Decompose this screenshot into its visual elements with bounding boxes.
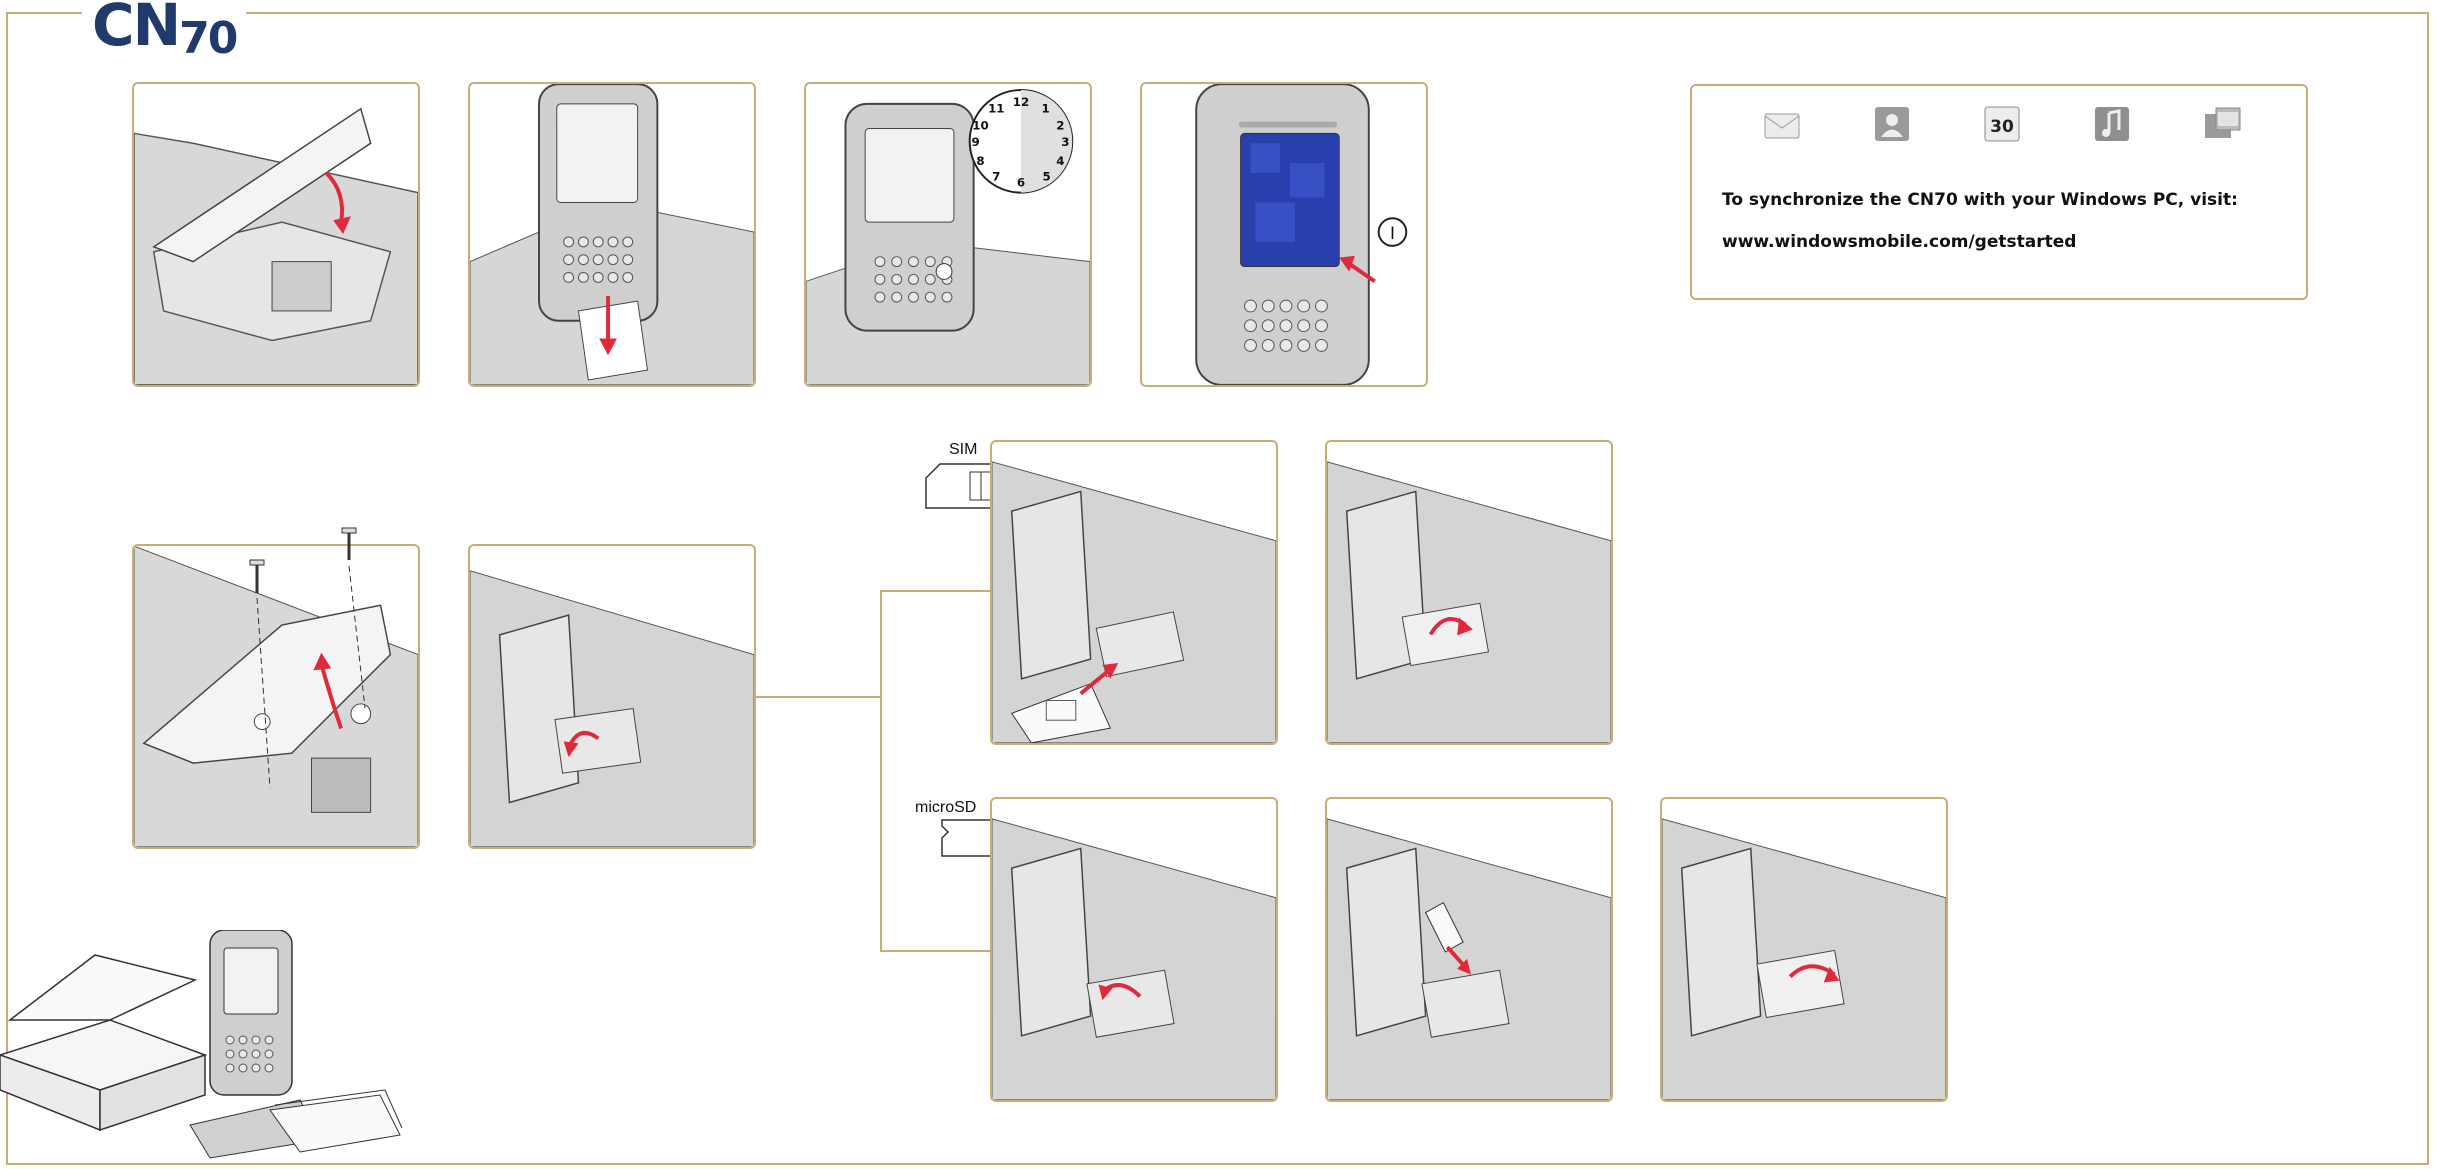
product-title: CN70 bbox=[82, 0, 247, 64]
svg-text:4: 4 bbox=[1056, 154, 1064, 168]
svg-text:10: 10 bbox=[972, 118, 988, 132]
close-microsd-illustration bbox=[1662, 818, 1946, 1100]
sync-icon-row: 30 bbox=[1762, 104, 2242, 150]
step-charge-panel: 12 1 2 3 4 5 6 7 8 9 10 11 bbox=[804, 82, 1092, 387]
step-close-sim-panel bbox=[1325, 440, 1613, 745]
svg-text:8: 8 bbox=[976, 154, 984, 168]
step-cradle-panel bbox=[468, 82, 756, 387]
step-insert-microsd-panel bbox=[1325, 797, 1613, 1102]
battery-door-illustration bbox=[134, 107, 418, 385]
microsd-label: microSD bbox=[915, 799, 977, 816]
cradle-insert-illustration bbox=[470, 84, 754, 385]
step-battery-door-panel bbox=[132, 82, 420, 387]
sync-url-link[interactable]: www.windowsmobile.com/getstarted bbox=[1722, 232, 2077, 252]
step-insert-sim-panel bbox=[990, 440, 1278, 745]
open-microsd-illustration bbox=[992, 818, 1276, 1100]
insert-sim-illustration bbox=[992, 461, 1276, 743]
music-note-icon bbox=[2095, 107, 2129, 141]
envelope-icon bbox=[1764, 113, 1800, 139]
contact-icon bbox=[1875, 107, 1909, 141]
svg-text:30: 30 bbox=[1990, 117, 2014, 137]
svg-text:7: 7 bbox=[992, 170, 1000, 184]
svg-text:11: 11 bbox=[988, 102, 1004, 116]
step-power-on-panel: I bbox=[1140, 82, 1428, 387]
calendar-icon: 30 bbox=[1984, 106, 2020, 142]
close-sim-illustration bbox=[1327, 461, 1611, 743]
screws-illustration bbox=[249, 527, 366, 789]
sync-instruction-text: To synchronize the CN70 with your Window… bbox=[1722, 190, 2238, 210]
remove-cover-illustration bbox=[134, 546, 418, 847]
step-open-microsd-panel bbox=[990, 797, 1278, 1102]
svg-text:9: 9 bbox=[971, 135, 979, 149]
svg-text:2: 2 bbox=[1056, 118, 1064, 132]
step-open-slot-panel bbox=[468, 544, 756, 849]
svg-text:5: 5 bbox=[1042, 170, 1050, 184]
step-close-microsd-panel bbox=[1660, 797, 1948, 1102]
charge-clock-illustration: 12 1 2 3 4 5 6 7 8 9 10 11 bbox=[806, 89, 1090, 385]
outer-frame bbox=[6, 12, 2429, 1165]
svg-text:1: 1 bbox=[1042, 102, 1050, 116]
insert-microsd-illustration bbox=[1327, 818, 1611, 1100]
sim-label: SIM bbox=[949, 441, 978, 458]
video-icon bbox=[2205, 107, 2241, 138]
step-remove-cover-panel bbox=[132, 544, 420, 849]
svg-text:6: 6 bbox=[1017, 176, 1025, 190]
svg-text:3: 3 bbox=[1061, 135, 1069, 149]
open-slot-illustration bbox=[470, 570, 754, 847]
connector-line bbox=[880, 950, 990, 952]
svg-text:12: 12 bbox=[1013, 95, 1029, 109]
svg-text:I: I bbox=[1390, 223, 1395, 243]
box-contents-illustration bbox=[0, 930, 403, 1159]
sync-info-box: 30 To synchronize the CN70 with your Win… bbox=[1690, 84, 2308, 300]
connector-line bbox=[756, 696, 880, 698]
connector-line bbox=[880, 590, 990, 592]
connector-line bbox=[880, 590, 882, 952]
power-on-illustration: I bbox=[1195, 84, 1408, 385]
